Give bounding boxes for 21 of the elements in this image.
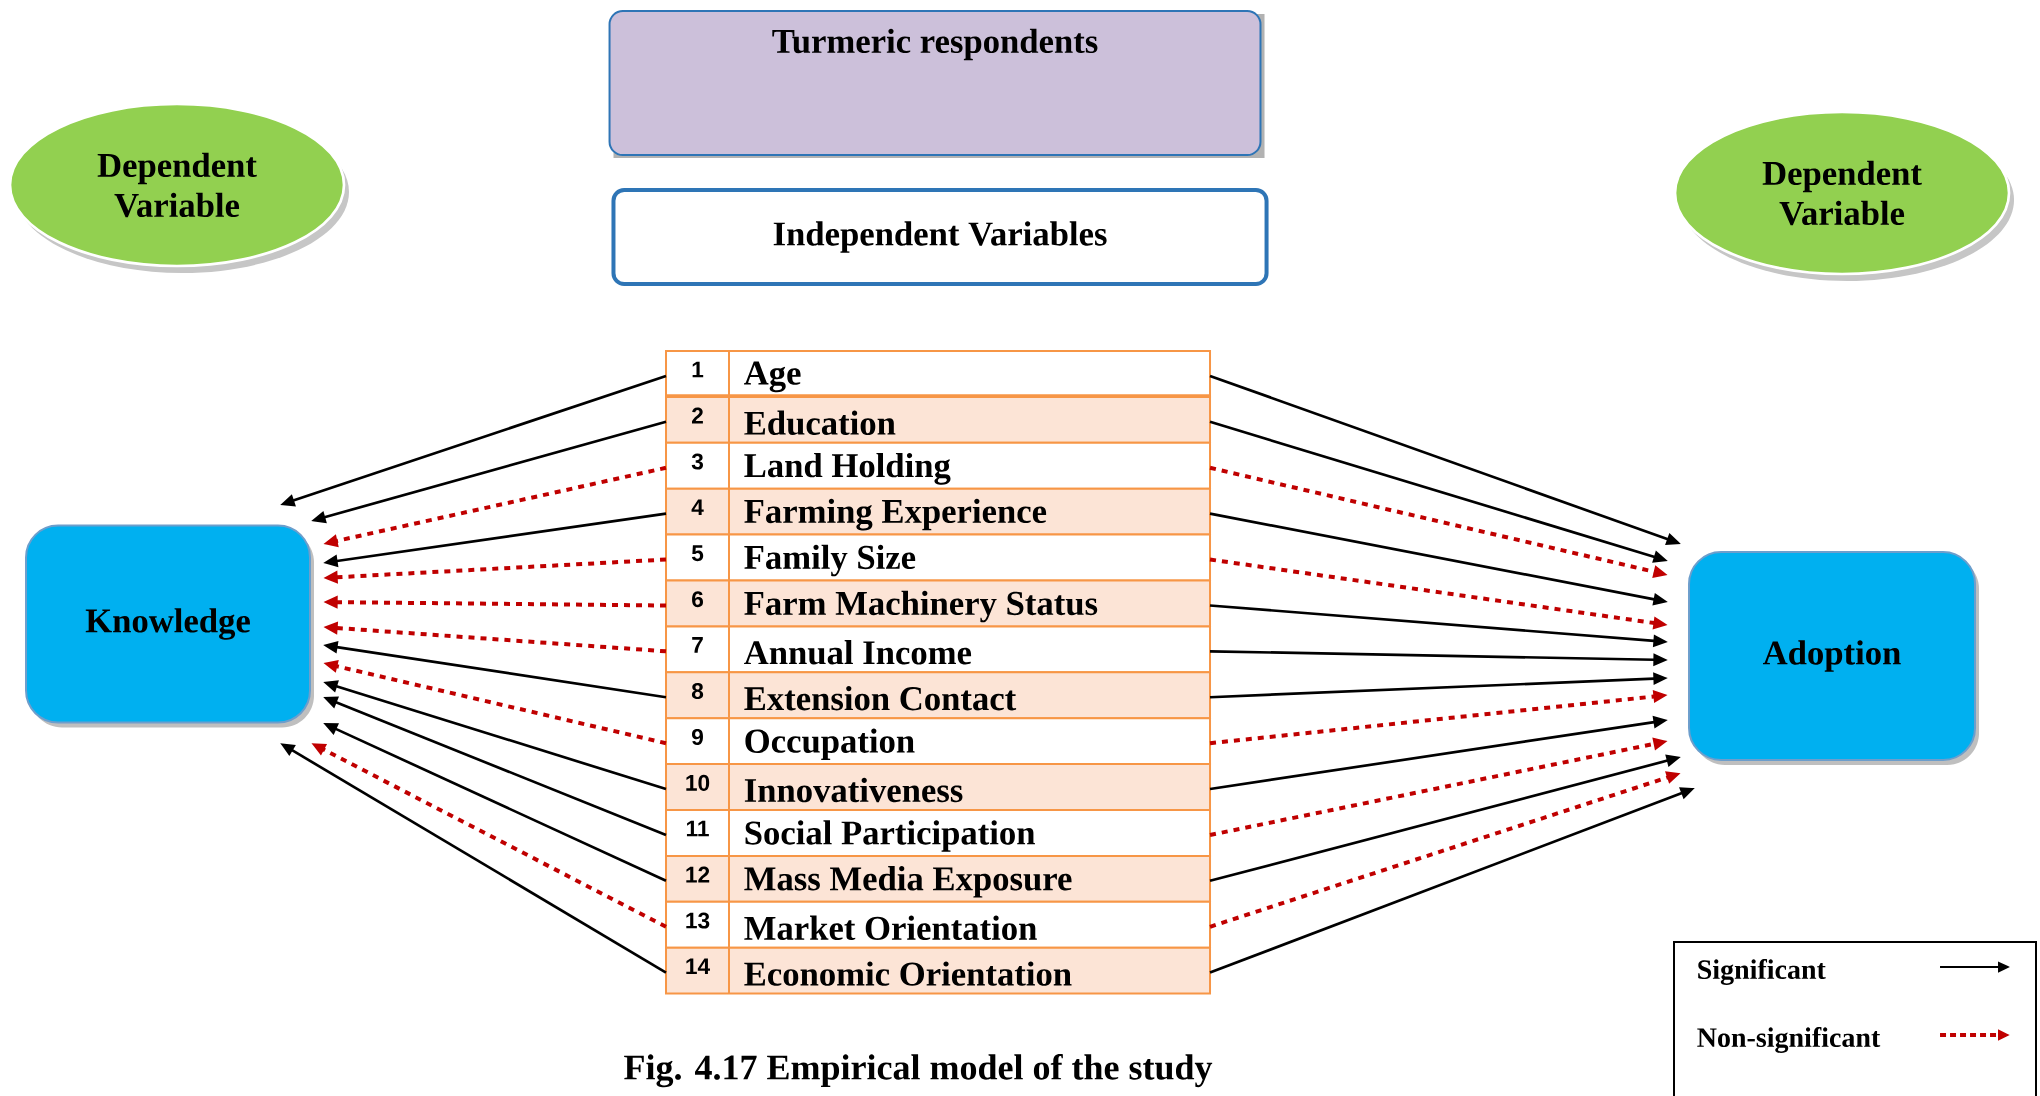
table-row: 11 Social Participation <box>665 809 1211 857</box>
table-row: 7 Annual Income <box>665 625 1211 674</box>
table-row: 9 Occupation <box>665 717 1211 766</box>
table-row: 14 Economic Orientation <box>665 946 1211 995</box>
legend-label: Significant <box>1698 959 1826 985</box>
table-row: 8 Extension Contact <box>665 671 1211 720</box>
rounded-box: Knowledge <box>25 524 314 728</box>
table-row: 5 Family Size <box>665 533 1211 582</box>
table-row: 12 Mass Media Exposure <box>665 854 1211 903</box>
table-row: 3 Land Holding <box>665 441 1211 490</box>
table-row: 2 Education <box>665 395 1211 444</box>
rounded-box: Adoption <box>1688 551 1980 765</box>
table-row: 13 Market Orientation <box>665 900 1211 949</box>
table-row: 10 Innovativeness <box>665 763 1211 811</box>
table-row: 6 Farm Machinery Status <box>665 579 1211 628</box>
table-row: 4 Farming Experience <box>665 487 1211 536</box>
legend-label: Non-significant <box>1697 1027 1881 1053</box>
title-box: Turmeric respondents <box>608 10 1265 158</box>
heading-box: Independent Variables <box>611 188 1269 286</box>
caption: Fig. 4.17 Empirical model of the study <box>624 1054 1213 1088</box>
table-row: 1 Age <box>665 350 1211 398</box>
